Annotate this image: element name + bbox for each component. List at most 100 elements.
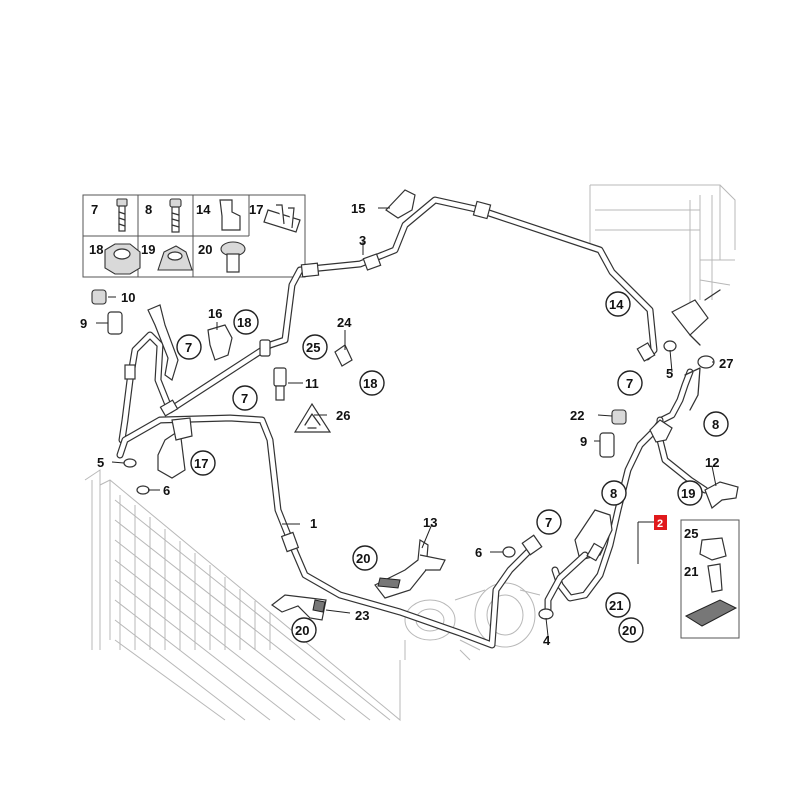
expansion-valve [636,289,721,362]
callout-21-circle: 21 [609,598,623,613]
refrigerant-line-2 [551,368,694,602]
fitting-block-right [649,367,701,443]
callout-3: 3 [359,233,366,248]
callout-8-circle-b: 8 [610,486,617,501]
callout-17-grid: 17 [249,202,263,217]
valve-9-right [599,432,615,458]
callout-6-left: 6 [163,483,170,498]
o-ring-5-left [123,458,137,468]
valve-9-left [107,311,123,335]
callout-10: 10 [121,290,135,305]
o-ring-6-left [136,485,150,495]
callout-25-inset: 25 [684,526,698,541]
callout-22: 22 [570,408,584,423]
callout-23: 23 [355,608,369,623]
clip-24 [334,344,353,367]
o-ring-27 [697,355,715,369]
warning-label-26 [293,402,332,433]
highlight-box-2 [654,515,667,530]
callout-7-circle-c: 7 [626,376,633,391]
bolt-20-icon [220,241,246,273]
callout-21-inset: 21 [684,564,698,579]
callout-4: 4 [543,633,551,648]
callout-13: 13 [423,515,437,530]
bracket-15 [385,189,416,219]
refrigerant-line-1 [116,414,543,649]
callout-15: 15 [351,201,365,216]
callout-8-circle-a: 8 [712,417,719,432]
callout-14-grid: 14 [196,202,211,217]
condenser-outline [84,469,401,722]
bracket-23 [270,594,327,621]
clamp-inset [680,519,740,639]
callout-11: 11 [305,376,319,391]
circle-20-c [618,617,644,643]
refrigerant-line-3 [118,196,658,444]
nut-19-icon [157,245,193,271]
bracket-12 [704,481,739,509]
pipe-segment-left [147,304,179,381]
circle-18-b [359,370,385,396]
circle-14 [605,291,631,317]
o-ring-6-mid [502,546,516,558]
bracket-16 [207,324,233,361]
callout-9-right: 9 [580,434,587,449]
callout-18-grid: 18 [89,242,103,257]
circle-7-c [617,370,643,396]
callout-9-left: 9 [80,316,87,331]
clip-14-icon [219,199,241,231]
callout-14-circle: 14 [609,297,624,312]
circle-25 [302,334,328,360]
callout-20-circle-c: 20 [622,623,636,638]
circle-7-b [232,385,258,411]
callout-7-circle-b: 7 [241,391,248,406]
callout-8-grid: 8 [145,202,152,217]
callout-24: 24 [337,315,352,330]
bracket-13 [374,538,446,599]
circle-8-a [703,411,729,437]
callout-18-circle-b: 18 [363,376,377,391]
circle-20-a [352,545,378,571]
cap-22 [611,409,627,425]
clamp-17-icon [263,204,301,233]
callout-18-circle-a: 18 [237,315,251,330]
callout-7-circle-a: 7 [185,340,192,355]
callout-2-highlight: 2 [657,518,663,530]
evaporator-outline [589,184,736,330]
circle-17 [190,450,216,476]
nut-18-icon [104,243,141,275]
callout-25-circle: 25 [306,340,320,355]
circle-20-b [291,617,317,643]
callout-19-circle: 19 [681,486,695,501]
cap-10 [91,289,107,305]
callout-5-left: 5 [97,455,104,470]
callout-5-right: 5 [666,366,673,381]
bolt-8-icon [169,198,182,233]
leader-lines [96,207,717,637]
pressure-sensor-11 [273,367,287,401]
callout-1: 1 [310,516,317,531]
callout-26: 26 [336,408,350,423]
callout-20-circle-a: 20 [356,551,370,566]
parts-grid [82,194,306,278]
circle-7-a [176,334,202,360]
bolt-7-icon [116,198,128,232]
callout-20-grid: 20 [198,242,212,257]
callout-12: 12 [705,455,719,470]
circle-7-d [536,509,562,535]
o-ring-5-right [663,340,677,352]
callout-20-circle-b: 20 [295,623,309,638]
sensor-switch-18 [259,339,271,357]
circle-19 [677,480,703,506]
callout-6-mid: 6 [475,545,482,560]
o-ring-4 [538,608,554,620]
circle-8-b [601,480,627,506]
callout-17-circle: 17 [194,456,208,471]
callout-27: 27 [719,356,733,371]
bracket-17-lower [157,417,193,479]
circle-18-a [233,309,259,335]
callouts: 7 8 14 17 18 19 20 15 3 10 9 16 24 11 26… [80,201,733,648]
circle-21 [605,592,631,618]
callout-7-grid: 7 [91,202,98,217]
